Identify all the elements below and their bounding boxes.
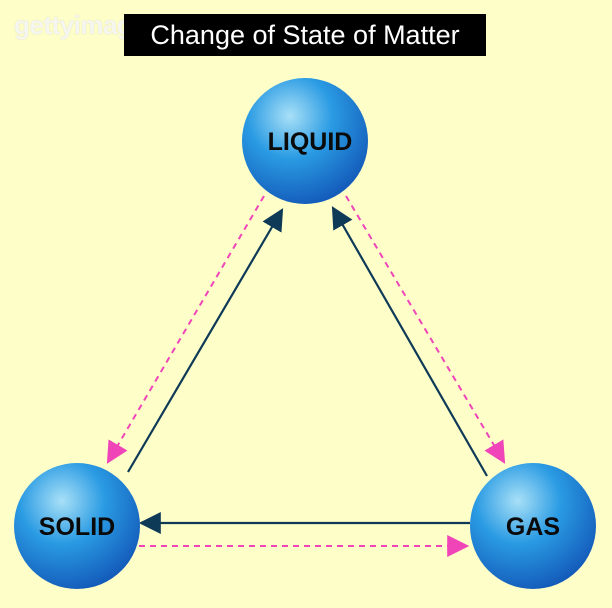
liquid-sphere: [242, 78, 368, 204]
arrow-solid-to-liquid: [127, 208, 284, 473]
liquid-label: LIQUID: [268, 128, 353, 156]
node-gas: GAS: [470, 463, 596, 589]
node-solid: SOLID: [14, 463, 140, 589]
arrow-gas-to-liquid: [331, 206, 488, 477]
gas-sphere: [470, 463, 596, 589]
diagram-title: Change of State of Matter: [124, 14, 486, 56]
arrow-liquid-to-solid: [106, 195, 265, 464]
transition-arrows: [106, 195, 506, 557]
solid-sphere: [14, 463, 140, 589]
node-liquid: LIQUID: [242, 78, 368, 204]
gas-label: GAS: [506, 513, 560, 541]
arrow-liquid-to-gas: [345, 195, 506, 464]
solid-label: SOLID: [39, 513, 115, 541]
